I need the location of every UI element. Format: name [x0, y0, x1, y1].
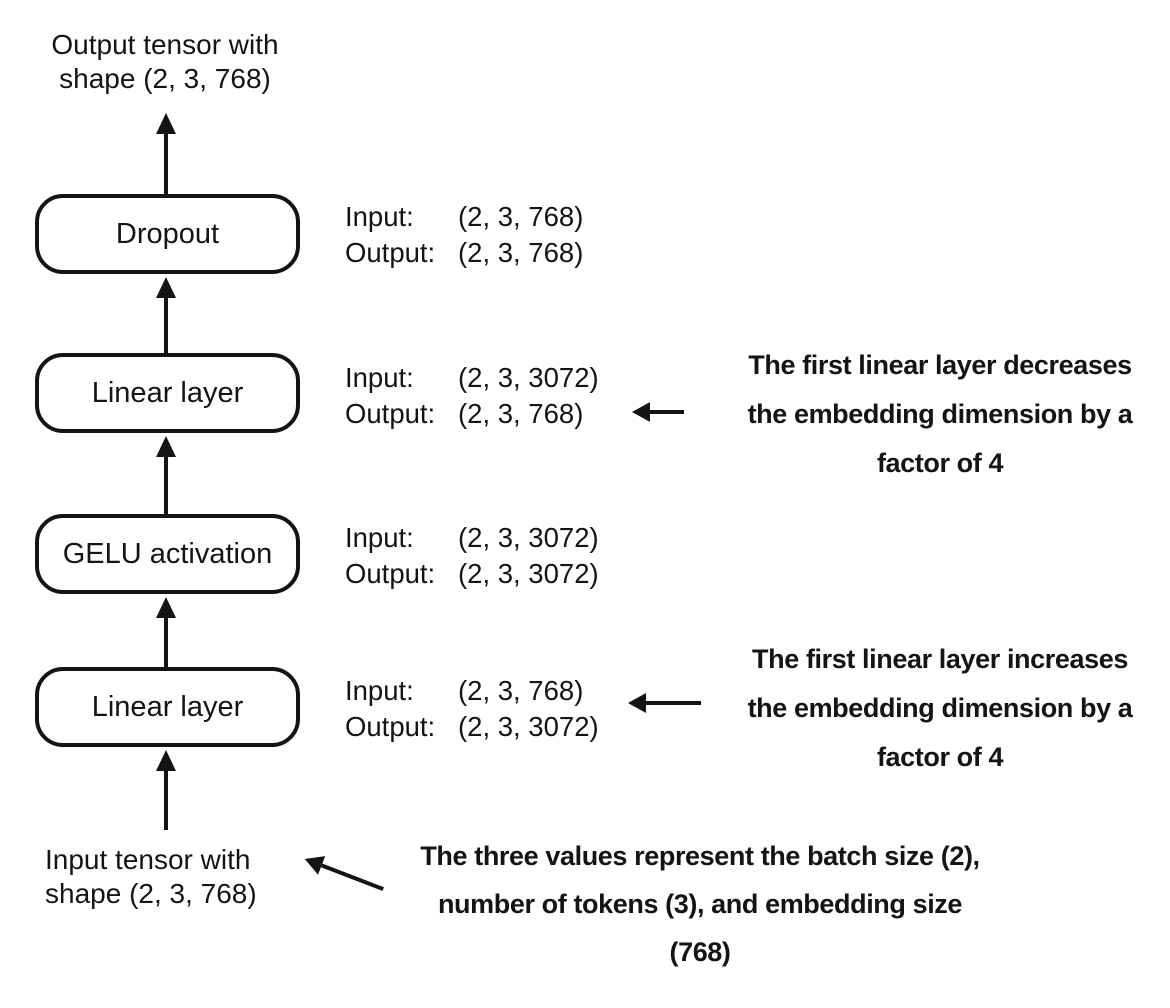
input-tensor-label-line2: shape (2, 3, 768) — [45, 878, 257, 909]
io-output-key: Output: — [345, 558, 436, 589]
io-shapes-gelu: Input: (2, 3, 3072) Output: (2, 3, 3072) — [345, 520, 599, 592]
io-output-row: Output: (2, 3, 768) — [345, 235, 583, 271]
arrow-up-input-to-linear2-icon — [154, 750, 178, 830]
io-output-value: (2, 3, 3072) — [458, 558, 599, 589]
arrow-shaft — [320, 863, 384, 891]
io-input-row: Input: (2, 3, 768) — [345, 673, 599, 709]
annotation-tensor-shape-line1: The three values represent the batch siz… — [420, 841, 980, 871]
arrow-shaft — [164, 618, 168, 667]
block-dropout: Dropout — [35, 194, 300, 274]
io-output-value: (2, 3, 768) — [458, 237, 584, 268]
arrow-shaft — [164, 134, 168, 194]
io-input-value: (2, 3, 768) — [458, 675, 584, 706]
input-tensor-label: Input tensor with shape (2, 3, 768) — [45, 843, 257, 911]
arrow-shaft — [164, 771, 168, 830]
block-linear-layer-2-label: Linear layer — [91, 376, 244, 409]
annotation-increase-line3: factor of 4 — [876, 742, 1004, 772]
arrow-shaft — [650, 410, 684, 414]
annotation-tensor-shape-line3: (768) — [669, 937, 731, 967]
io-input-key: Input: — [345, 675, 414, 706]
annotation-decrease-line2: the embedding dimension by a — [747, 399, 1133, 429]
annotation-decrease: The first linear layer decreases the emb… — [715, 341, 1165, 488]
callout-arrow-decrease-icon — [632, 401, 684, 423]
arrow-head — [156, 597, 176, 618]
callout-arrow-input-tensor-icon — [301, 849, 387, 900]
arrow-head — [156, 750, 176, 771]
arrow-head — [156, 436, 176, 457]
annotation-increase: The first linear layer increases the emb… — [715, 635, 1165, 782]
arrow-up-to-output-icon — [154, 113, 178, 194]
arrow-shaft — [164, 457, 168, 514]
io-input-value: (2, 3, 768) — [458, 201, 584, 232]
arrow-head — [156, 277, 176, 298]
block-linear-layer-1: Linear layer — [35, 667, 300, 747]
io-shapes-linear2: Input: (2, 3, 3072) Output: (2, 3, 768) — [345, 360, 599, 432]
io-output-key: Output: — [345, 398, 436, 429]
arrow-shaft — [164, 298, 168, 353]
arrow-head — [632, 402, 650, 422]
output-tensor-label: Output tensor with shape (2, 3, 768) — [15, 28, 315, 96]
io-input-value: (2, 3, 3072) — [458, 362, 599, 393]
io-input-key: Input: — [345, 522, 414, 553]
block-linear-layer-1-label: Linear layer — [91, 690, 244, 723]
io-shapes-dropout: Input: (2, 3, 768) Output: (2, 3, 768) — [345, 199, 583, 271]
io-output-row: Output: (2, 3, 3072) — [345, 709, 599, 745]
arrow-head — [301, 849, 326, 875]
block-gelu-activation: GELU activation — [35, 514, 300, 594]
output-tensor-label-line2: shape (2, 3, 768) — [59, 63, 271, 94]
arrow-shaft — [646, 701, 701, 705]
annotation-decrease-line1: The first linear layer decreases — [748, 350, 1132, 380]
arrow-up-gelu-to-linear1-icon — [154, 436, 178, 514]
io-input-value: (2, 3, 3072) — [458, 522, 599, 553]
io-output-key: Output: — [345, 237, 436, 268]
io-input-row: Input: (2, 3, 3072) — [345, 520, 599, 556]
io-output-row: Output: (2, 3, 768) — [345, 396, 599, 432]
io-input-row: Input: (2, 3, 768) — [345, 199, 583, 235]
io-input-row: Input: (2, 3, 3072) — [345, 360, 599, 396]
annotation-increase-line2: the embedding dimension by a — [747, 693, 1133, 723]
input-tensor-label-line1: Input tensor with — [45, 844, 251, 875]
output-tensor-label-line1: Output tensor with — [51, 29, 279, 60]
annotation-decrease-line3: factor of 4 — [876, 448, 1004, 478]
io-output-value: (2, 3, 768) — [458, 398, 584, 429]
io-shapes-linear1: Input: (2, 3, 768) Output: (2, 3, 3072) — [345, 673, 599, 745]
annotation-tensor-shape: The three values represent the batch siz… — [390, 832, 1010, 976]
callout-arrow-increase-icon — [628, 692, 701, 714]
arrow-head — [628, 693, 646, 713]
arrow-up-linear2-to-gelu-icon — [154, 597, 178, 667]
io-input-key: Input: — [345, 201, 414, 232]
arrow-head — [156, 113, 176, 134]
annotation-increase-line1: The first linear layer increases — [752, 644, 1128, 674]
io-output-key: Output: — [345, 711, 436, 742]
io-input-key: Input: — [345, 362, 414, 393]
block-gelu-activation-label: GELU activation — [62, 537, 273, 570]
io-output-value: (2, 3, 3072) — [458, 711, 599, 742]
block-dropout-label: Dropout — [115, 217, 220, 250]
io-output-row: Output: (2, 3, 3072) — [345, 556, 599, 592]
arrow-up-linear1-to-dropout-icon — [154, 277, 178, 353]
block-linear-layer-2: Linear layer — [35, 353, 300, 433]
annotation-tensor-shape-line2: number of tokens (3), and embedding size — [437, 889, 963, 919]
